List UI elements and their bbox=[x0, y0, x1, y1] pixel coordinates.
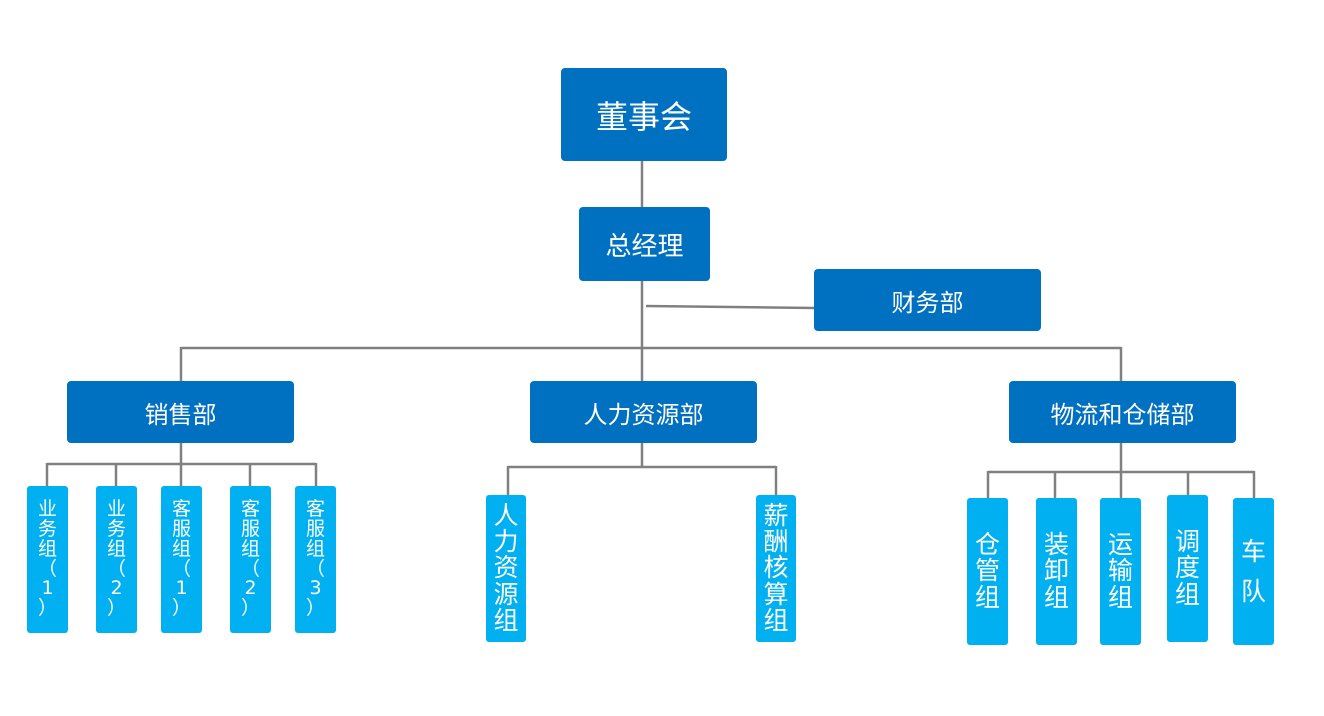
hr-group-node: 人 力 资 源 组 bbox=[486, 495, 526, 642]
service-group-node: 客 服 组 （ 1 ） bbox=[161, 486, 202, 633]
transport-group-label: 运 输 组 bbox=[1107, 530, 1133, 612]
sales-group-node: 业 务 组 （ 1 ） bbox=[27, 486, 68, 633]
warehouse-group-node: 仓 管 组 bbox=[967, 498, 1008, 645]
sales-dept-label: 销售部 bbox=[144, 400, 217, 429]
board-label: 董事会 bbox=[595, 97, 692, 136]
service-group-node: 客 服 组 （ 3 ） bbox=[295, 486, 336, 633]
general-manager-node: 总经理 bbox=[579, 207, 710, 281]
fleet-group-label: 车 队 bbox=[1240, 536, 1266, 606]
service-group-node: 客 服 组 （ 2 ） bbox=[230, 486, 271, 633]
logistics-dept-node: 物流和仓储部 bbox=[1009, 381, 1236, 443]
sales-dept-node: 销售部 bbox=[67, 381, 294, 443]
board-node: 董事会 bbox=[561, 68, 727, 161]
fleet-group-node: 车 队 bbox=[1233, 498, 1274, 645]
payroll-group-node: 薪 酬 核 算 组 bbox=[756, 495, 796, 642]
loading-group-label: 装 卸 组 bbox=[1043, 530, 1069, 612]
sales-group-node: 业 务 组 （ 2 ） bbox=[96, 486, 137, 633]
hr-group-label: 人 力 资 源 组 bbox=[493, 500, 519, 635]
dispatch-group-node: 调 度 组 bbox=[1167, 495, 1208, 642]
general-manager-label: 总经理 bbox=[605, 231, 684, 262]
hr-dept-node: 人力资源部 bbox=[530, 381, 757, 443]
connector-finance bbox=[645, 304, 816, 310]
finance-dept-label: 财务部 bbox=[891, 288, 964, 317]
logistics-dept-label: 物流和仓储部 bbox=[1050, 400, 1195, 429]
finance-dept-node: 财务部 bbox=[814, 269, 1041, 331]
dispatch-group-label: 调 度 组 bbox=[1174, 527, 1200, 609]
loading-group-node: 装 卸 组 bbox=[1036, 498, 1077, 645]
service-group-label: 客 服 组 （ 1 ） bbox=[171, 497, 191, 620]
sales-group-label: 业 务 组 （ 1 ） bbox=[37, 497, 57, 620]
warehouse-group-label: 仓 管 组 bbox=[974, 530, 1000, 612]
transport-group-node: 运 输 组 bbox=[1100, 498, 1141, 645]
service-group-label: 客 服 组 （ 2 ） bbox=[240, 497, 260, 620]
service-group-label: 客 服 组 （ 3 ） bbox=[305, 497, 325, 620]
hr-dept-label: 人力资源部 bbox=[583, 400, 704, 429]
sales-group-label: 业 务 组 （ 2 ） bbox=[106, 497, 126, 620]
payroll-group-label: 薪 酬 核 算 组 bbox=[763, 500, 789, 635]
